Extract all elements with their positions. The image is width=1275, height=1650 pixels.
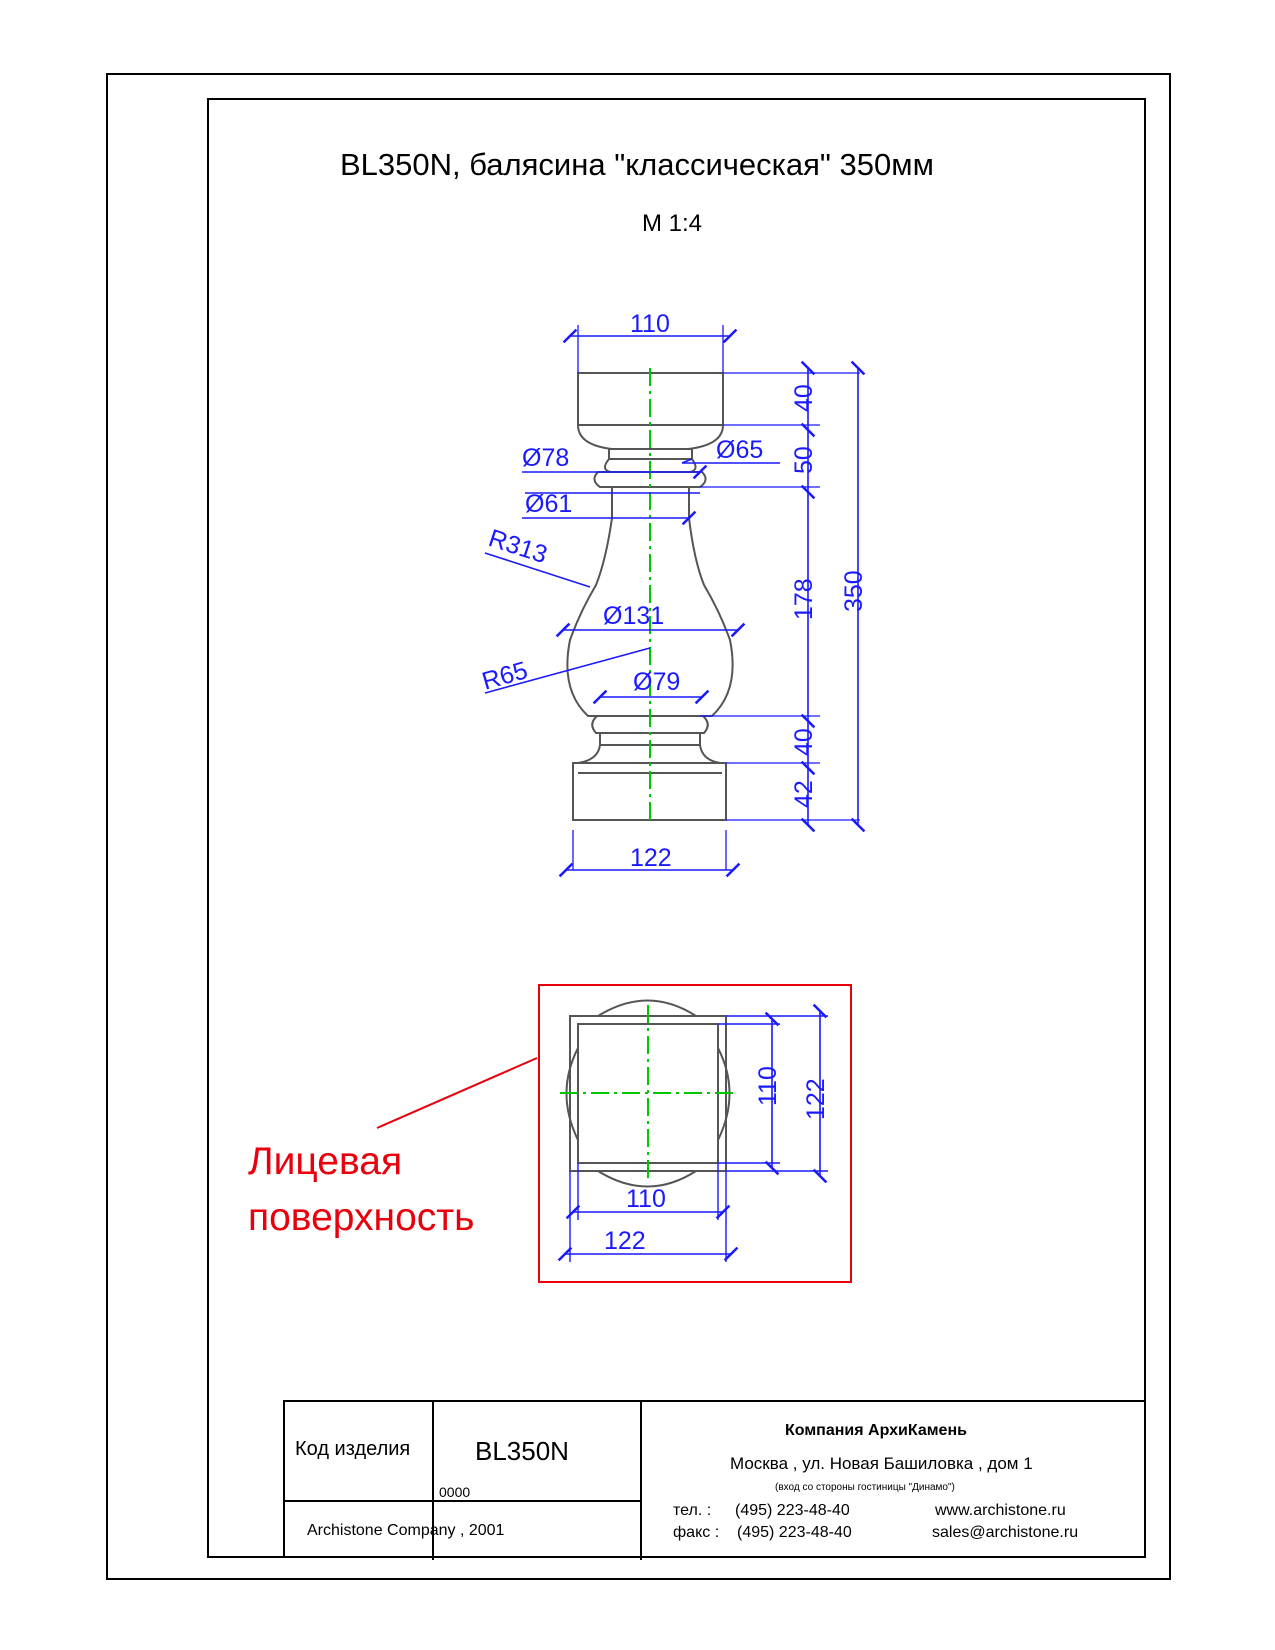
facial-surface-label-line1: Лицевая bbox=[248, 1140, 403, 1183]
outer-frame bbox=[106, 73, 1171, 1580]
phone-number: (495) 223-48-40 bbox=[735, 1502, 850, 1519]
dim-plan-110-h: 110 bbox=[626, 1185, 666, 1213]
phone-label: тел. : bbox=[673, 1502, 712, 1519]
dim-r313: R313 bbox=[485, 524, 550, 569]
plan-extension-lines bbox=[569, 1015, 828, 1262]
dim-plan-110-v: 110 bbox=[754, 1066, 782, 1106]
plan-dimensions bbox=[557, 1003, 828, 1262]
dim-h-neck: 50 bbox=[790, 446, 818, 474]
dim-plan-122-h: 122 bbox=[604, 1227, 646, 1255]
dim-h-base: 42 bbox=[790, 780, 818, 808]
radius-leaders bbox=[484, 552, 651, 694]
website-link[interactable]: www.archistone.ru bbox=[935, 1502, 1066, 1519]
vertical-dimensions bbox=[800, 360, 866, 833]
drawing-scale: М 1:4 bbox=[642, 210, 703, 237]
plan-axes bbox=[560, 1005, 738, 1182]
fax-label: факс : bbox=[673, 1524, 720, 1541]
title-block-divider-2 bbox=[640, 1402, 642, 1560]
company-address: Москва , ул. Новая Башиловка , дом 1 bbox=[730, 1454, 1033, 1473]
dim-d131: Ø131 bbox=[603, 602, 664, 630]
facial-surface-highlight-box bbox=[538, 984, 852, 1283]
facial-surface-pointer bbox=[376, 1057, 538, 1129]
title-block: Код изделия BL350N 0000 Archistone Compa… bbox=[283, 1400, 1146, 1560]
inner-frame bbox=[207, 98, 1146, 1558]
product-code-value: BL350N bbox=[475, 1436, 569, 1466]
facial-surface-label-line2: поверхность bbox=[248, 1196, 475, 1239]
product-code-label: Код изделия bbox=[295, 1438, 411, 1460]
dim-d79: Ø79 bbox=[633, 668, 680, 696]
address-note: (вход со стороны гостиницы "Динамо") bbox=[775, 1482, 955, 1493]
extension-lines bbox=[572, 325, 860, 870]
fax-number: (495) 223-48-40 bbox=[737, 1524, 852, 1541]
product-code-number: 0000 bbox=[439, 1484, 471, 1500]
dim-d78: Ø78 bbox=[522, 444, 569, 472]
dim-top-width: 110 bbox=[630, 310, 670, 338]
horizontal-dimensions bbox=[522, 328, 780, 878]
copyright-text: Archistone Company , 2001 bbox=[307, 1522, 505, 1539]
title-block-divider-1 bbox=[432, 1402, 434, 1560]
drawing-title: BL350N, балясина "классическая" 350мм bbox=[340, 147, 934, 182]
dim-h-collar: 40 bbox=[790, 728, 818, 756]
dim-r65: R65 bbox=[479, 656, 531, 696]
email-link[interactable]: sales@archistone.ru bbox=[932, 1524, 1079, 1541]
dim-h-cap: 40 bbox=[790, 384, 818, 412]
company-name: Компания АрхиКамень bbox=[785, 1422, 967, 1439]
dim-d65: Ø65 bbox=[716, 436, 763, 464]
dim-plan-122-v: 122 bbox=[802, 1078, 830, 1120]
dim-d61: Ø61 bbox=[525, 490, 572, 518]
dim-h-total: 350 bbox=[840, 570, 868, 612]
dim-bottom-width: 122 bbox=[630, 844, 672, 872]
title-block-row-divider bbox=[285, 1500, 640, 1502]
dim-h-body: 178 bbox=[790, 578, 818, 620]
